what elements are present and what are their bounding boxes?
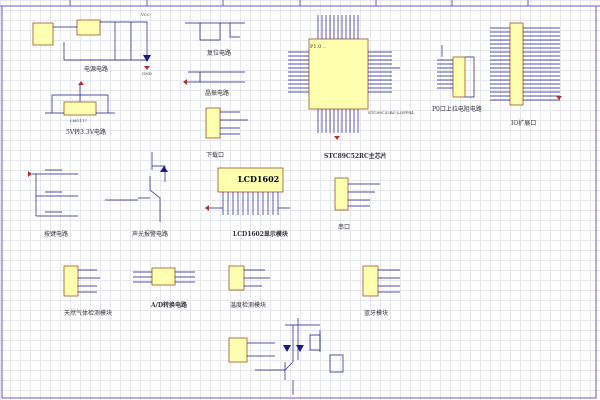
adc-chip (151, 267, 176, 286)
relay-diode-icon (283, 345, 291, 352)
gas-module (63, 265, 79, 297)
label-gas: 天然气体检测模块 (64, 310, 113, 317)
power-jack (32, 22, 54, 46)
serial-header (334, 177, 349, 211)
regulator-part: LM1117 (70, 118, 87, 123)
label-serial: 串口 (338, 224, 351, 231)
gnd-symbol (144, 66, 150, 70)
label-power: 电源电路 (84, 66, 109, 73)
label-crystal: 晶振电路 (205, 90, 230, 97)
io-header (509, 22, 524, 106)
label-reset: 复位电路 (207, 50, 232, 57)
label-lcd: LCD1602显示模块 (233, 231, 288, 238)
gnd-symbol (334, 136, 340, 140)
gnd-symbol (183, 79, 187, 85)
mcu-part: STC89C52RC-LQFP44 (368, 110, 414, 115)
relay-module (228, 337, 248, 363)
label-regulator: 5V转3.3V电路 (66, 129, 107, 136)
gnd-symbol (205, 205, 209, 211)
vcc-label: VCC (141, 12, 151, 17)
power-switch (76, 19, 101, 36)
temp-module (228, 265, 245, 291)
svg-text:P1.0 ..: P1.0 .. (310, 44, 326, 50)
label-alarm: 声光报警电路 (132, 231, 169, 238)
alarm-led-icon (160, 166, 168, 172)
label-bluetooth: 蓝牙模块 (364, 310, 389, 317)
gnd-label: GND (142, 71, 152, 76)
label-mcu: STC89C52RC主芯片 (324, 153, 387, 160)
gnd-symbol (556, 96, 562, 100)
regulator-chip (63, 101, 97, 116)
label-download: 下载口 (206, 152, 225, 159)
label-keys: 按键电路 (44, 231, 69, 238)
download-header (205, 107, 221, 139)
lcd-title: LCD1602 (238, 174, 280, 184)
resistor-array (452, 56, 466, 98)
mcu-chip (308, 38, 369, 110)
label-adc: A/D转换电路 (151, 302, 188, 309)
label-io: IO扩展口 (511, 120, 537, 127)
gnd-symbol (28, 171, 32, 177)
label-pullup: P0口上拉电阻电路 (432, 106, 482, 113)
label-temp: 温度检测模块 (230, 302, 267, 309)
flyback-diode-icon (296, 345, 304, 352)
bluetooth-module (362, 265, 379, 297)
power-led-icon (143, 55, 151, 62)
lcd-module (217, 167, 284, 193)
gnd-symbol (78, 81, 84, 85)
